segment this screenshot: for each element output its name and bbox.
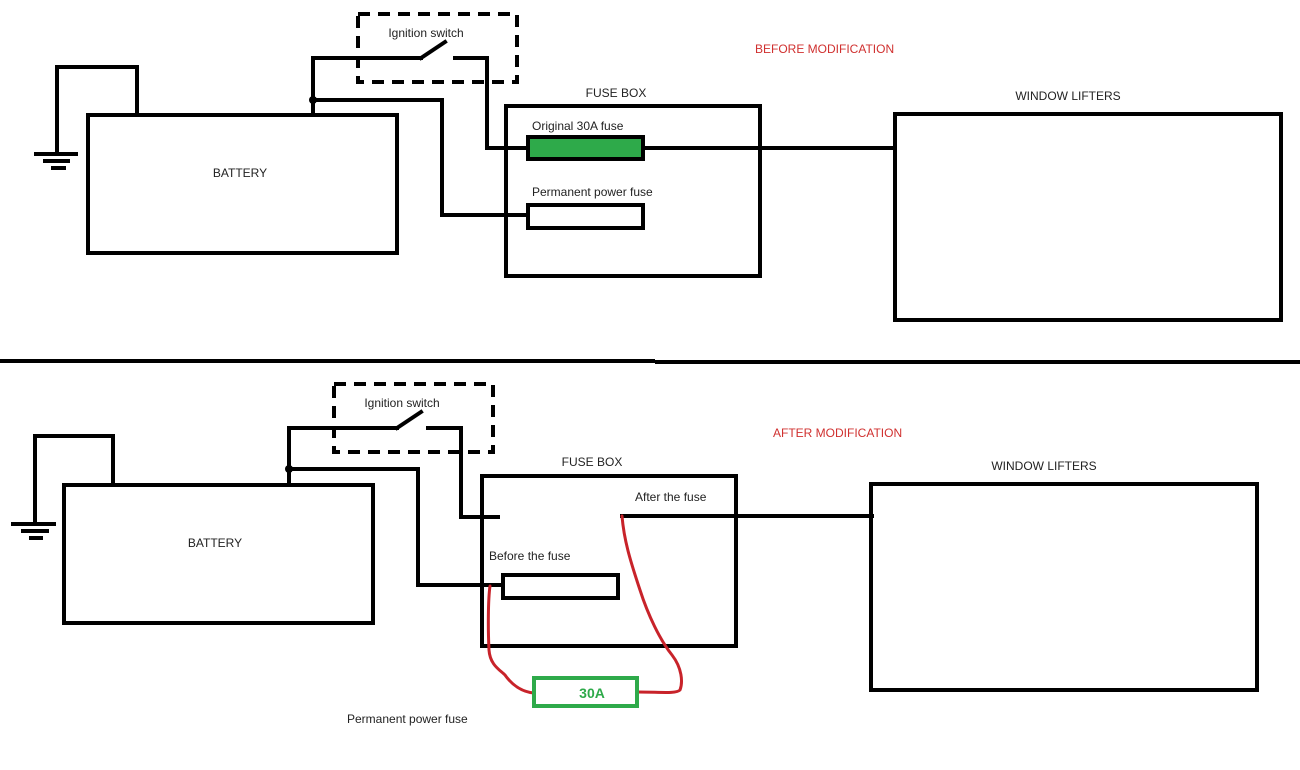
- original-30a-fuse: [526, 135, 645, 161]
- wire-battery-to-permanent-fuse: [311, 98, 530, 217]
- after-section: AFTER MODIFICATION BATTERY Ignition swit…: [11, 382, 1259, 726]
- ignition-switch-box: [356, 12, 519, 84]
- wire-battery-to-ignition: [311, 56, 423, 116]
- battery-box: [86, 113, 399, 255]
- permanent-power-fuse: [526, 203, 645, 230]
- permanent-fuse-label: Permanent power fuse: [347, 712, 468, 726]
- battery-label: BATTERY: [213, 166, 267, 180]
- original-fuse-label: Original 30A fuse: [532, 119, 624, 133]
- ignition-switch-label: Ignition switch: [364, 396, 439, 410]
- fuse-box-label: FUSE BOX: [586, 86, 647, 100]
- window-lifters-label: WINDOW LIFTERS: [991, 459, 1096, 473]
- ignition-switch-label: Ignition switch: [388, 26, 463, 40]
- switch-contact-icon: [394, 409, 424, 431]
- window-lifters-box: [869, 482, 1259, 692]
- permanent-fuse-label: Permanent power fuse: [532, 185, 653, 199]
- added-wire-before-fuse: [486, 584, 536, 695]
- before-fuse-label: Before the fuse: [489, 549, 571, 563]
- wire-battery-to-ignition: [287, 426, 399, 486]
- window-lifters-label: WINDOW LIFTERS: [1015, 89, 1120, 103]
- fuse-box-label: FUSE BOX: [562, 455, 623, 469]
- ignition-switch-box: [332, 382, 495, 454]
- before-section: BEFORE MODIFICATION BATTERY Ignition swi…: [34, 12, 1283, 322]
- after-fuse-label: After the fuse: [635, 490, 707, 504]
- fuse-box: [480, 474, 738, 648]
- battery-box: [62, 483, 375, 625]
- added-30a-fuse: [532, 676, 639, 708]
- battery-label: BATTERY: [188, 536, 242, 550]
- switch-contact-icon: [418, 39, 448, 61]
- before-title: BEFORE MODIFICATION: [755, 42, 894, 56]
- wire-battery-to-permanent-fuse: [287, 467, 505, 587]
- window-lifters-box: [893, 112, 1283, 322]
- added-wire-after-fuse: [620, 514, 683, 694]
- ground-icon: [11, 434, 115, 540]
- wire-ignition-to-fuse-box: [426, 426, 500, 519]
- ground-icon: [34, 65, 139, 170]
- wire-ignition-to-fuse: [453, 56, 530, 150]
- after-title: AFTER MODIFICATION: [773, 426, 902, 440]
- added-fuse-label: 30A: [579, 685, 605, 701]
- fuse-box: [504, 104, 762, 278]
- permanent-power-fuse: [501, 573, 620, 600]
